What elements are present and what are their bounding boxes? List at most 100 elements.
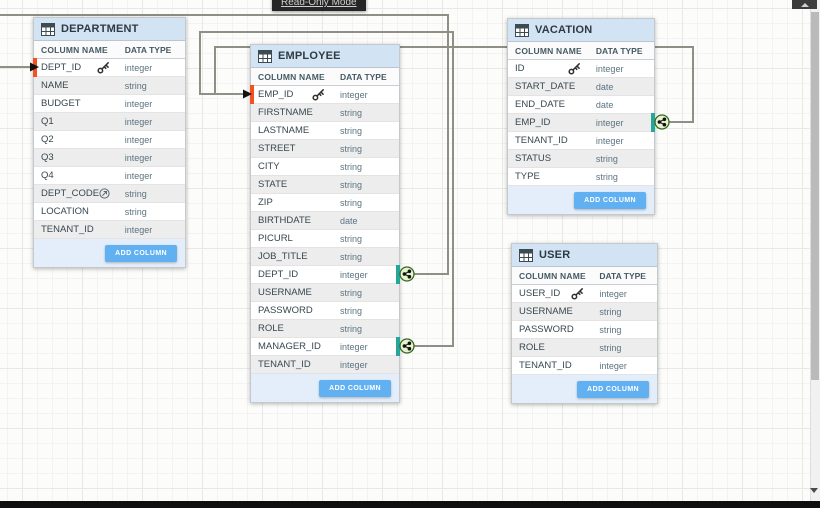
add-column-button[interactable]: ADD COLUMN xyxy=(574,191,646,209)
column-name: DEPT_CODE xyxy=(41,188,100,199)
add-column-button[interactable]: ADD COLUMN xyxy=(319,379,391,397)
column-row-lastname[interactable]: LASTNAME string xyxy=(251,122,399,140)
column-name: LASTNAME xyxy=(258,125,310,136)
column-row-username[interactable]: USERNAME string xyxy=(512,303,657,321)
column-data-type: integer xyxy=(595,63,624,74)
column-name: ROLE xyxy=(519,342,545,353)
column-name: PASSWORD xyxy=(519,324,574,335)
column-row-tenant_id[interactable]: TENANT_ID integer xyxy=(512,357,657,375)
column-data-type: string xyxy=(340,287,363,298)
column-data-type: string xyxy=(599,324,622,335)
column-name: DEPT_ID xyxy=(41,62,82,73)
table-header[interactable]: VACATION xyxy=(508,19,654,42)
relationship-line-employee-deptid-to-offscreen xyxy=(0,14,449,275)
column-header-row: COLUMN NAME DATA TYPE xyxy=(34,41,185,59)
table-grid-icon xyxy=(515,23,529,37)
column-name: PASSWORD xyxy=(258,305,313,316)
table-header[interactable]: USER xyxy=(512,244,657,267)
scroll-up-icon xyxy=(800,3,809,7)
add-column-button[interactable]: ADD COLUMN xyxy=(577,380,649,398)
column-name: TENANT_ID xyxy=(515,135,568,146)
column-name-header: COLUMN NAME xyxy=(515,45,582,56)
column-data-type: string xyxy=(340,305,363,316)
column-data-type: string xyxy=(340,125,363,136)
column-name: STATUS xyxy=(515,153,552,164)
column-name: END_DATE xyxy=(515,99,565,110)
column-data-type: string xyxy=(124,188,147,199)
column-data-type: date xyxy=(595,99,614,110)
column-data-type: string xyxy=(124,80,147,91)
column-name: PICURL xyxy=(258,233,293,244)
column-row-id[interactable]: ID integer xyxy=(508,60,654,78)
column-name: Q2 xyxy=(41,134,54,145)
column-row-emp_id[interactable]: EMP_ID integer xyxy=(508,113,655,132)
column-data-type: string xyxy=(340,323,363,334)
column-row-dept_code[interactable]: DEPT_CODE string xyxy=(34,185,185,203)
column-data-type: integer xyxy=(124,98,153,109)
column-name: EMP_ID xyxy=(515,117,551,128)
scroll-down-icon[interactable] xyxy=(810,488,818,493)
primary-key-icon xyxy=(571,287,584,300)
column-name: TENANT_ID xyxy=(258,359,311,370)
table-title: DEPARTMENT xyxy=(61,23,139,35)
add-column-button[interactable]: ADD COLUMN xyxy=(105,244,177,262)
column-name: ID xyxy=(515,63,525,74)
column-row-name[interactable]: NAME string xyxy=(34,77,185,95)
column-name: STREET xyxy=(258,143,296,154)
column-data-type: string xyxy=(599,306,622,317)
column-name: USERNAME xyxy=(519,306,573,317)
column-name: DEPT_ID xyxy=(258,269,299,280)
computed-column-icon xyxy=(99,188,110,199)
column-name: CITY xyxy=(258,161,280,172)
column-name: TENANT_ID xyxy=(519,360,572,371)
vertical-scrollbar-thumb[interactable] xyxy=(811,12,819,380)
column-name: NAME xyxy=(41,80,69,91)
data-type-header: DATA TYPE xyxy=(599,270,646,281)
column-data-type: integer xyxy=(599,360,627,371)
entity-table-department[interactable]: DEPARTMENT COLUMN NAME DATA TYPE DEPT_ID… xyxy=(33,17,186,268)
column-name-header: COLUMN NAME xyxy=(41,44,108,55)
scroll-up-button[interactable] xyxy=(792,0,817,9)
table-header[interactable]: DEPARTMENT xyxy=(34,18,185,41)
column-data-type: integer xyxy=(595,117,624,128)
column-row-end_date[interactable]: END_DATE date xyxy=(508,96,654,114)
column-data-type: integer xyxy=(340,341,368,352)
column-name: USER_ID xyxy=(519,288,561,299)
column-row-password[interactable]: PASSWORD string xyxy=(512,321,657,339)
column-row-password[interactable]: PASSWORD string xyxy=(251,302,399,320)
table-header[interactable]: EMPLOYEE xyxy=(251,45,399,68)
